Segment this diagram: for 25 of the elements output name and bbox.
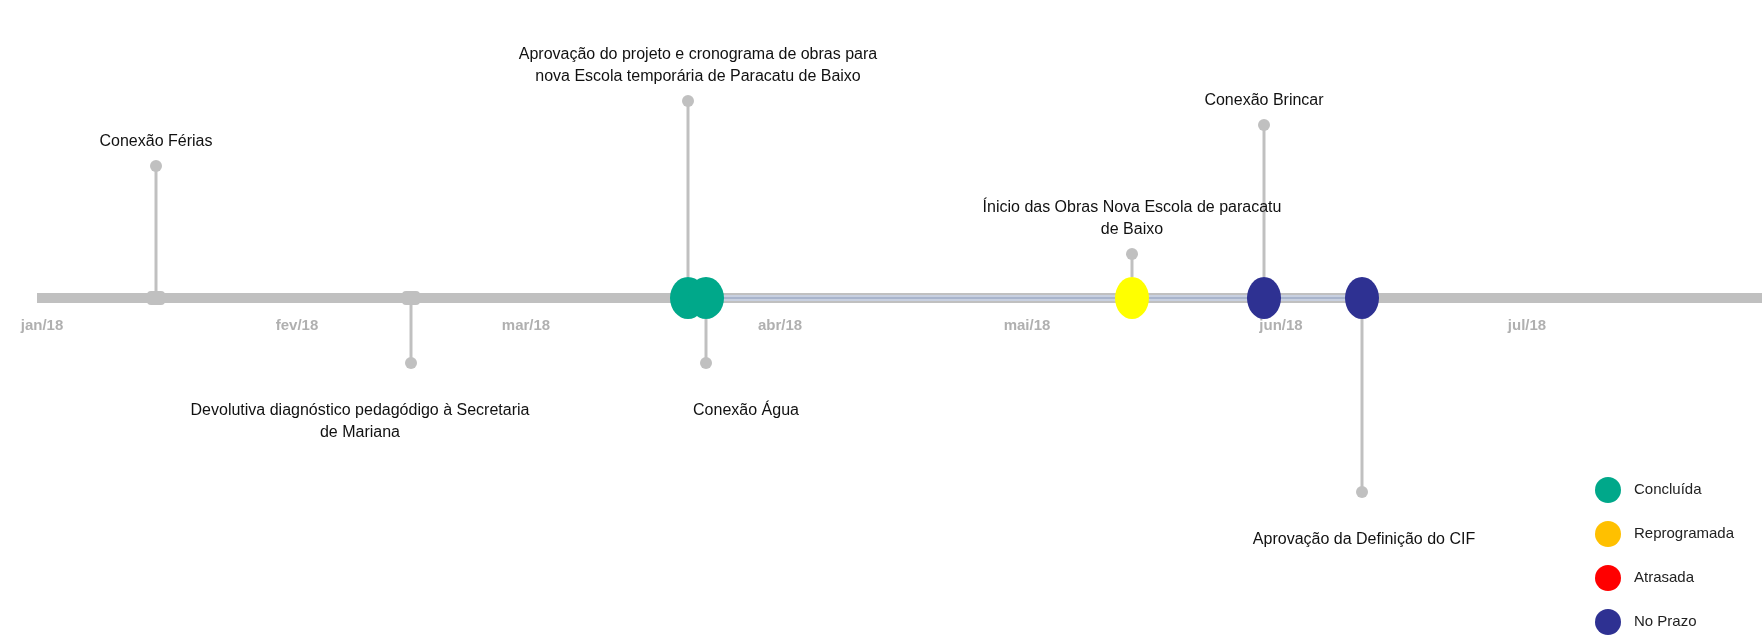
month-label: jan/18 (20, 316, 64, 333)
legend-label: Atrasada (1634, 568, 1695, 585)
milestone-label: Conexão Brincar (1179, 70, 1349, 125)
milestone-label: Ínicio das Obras Nova Escola de paracatu de Baixo (982, 174, 1282, 254)
month-label: jul/18 (1507, 316, 1547, 333)
leader-line (1356, 319, 1368, 498)
milestone-label: Conexão Férias (76, 112, 236, 166)
month-label: jun/18 (1259, 316, 1303, 333)
milestone-label: Devolutiva diagnóstico pedagódigo à Secretaria de Mariana (190, 363, 530, 453)
leader-line (682, 95, 694, 277)
legend-label: Concluída (1634, 480, 1702, 497)
month-label: abr/18 (757, 316, 803, 333)
month-label: mar/18 (501, 316, 551, 333)
legend-label: No Prazo (1634, 612, 1697, 629)
milestone-label: Aprovação da Definição do CIF (1214, 492, 1514, 558)
leader-line (1258, 119, 1270, 277)
month-label: mai/18 (1003, 316, 1051, 333)
milestone-label: Conexão Água (651, 363, 841, 429)
milestone-label: Aprovação do projeto e cronograma de obras para nova Escola temporária de Paracatu de Baixo (518, 4, 878, 101)
legend-label: Reprogramada (1634, 524, 1735, 541)
leader-line (405, 305, 417, 369)
leader-line (700, 319, 712, 369)
month-label: fev/18 (275, 316, 319, 333)
leader-line (150, 160, 162, 291)
leader-line (1126, 248, 1138, 277)
